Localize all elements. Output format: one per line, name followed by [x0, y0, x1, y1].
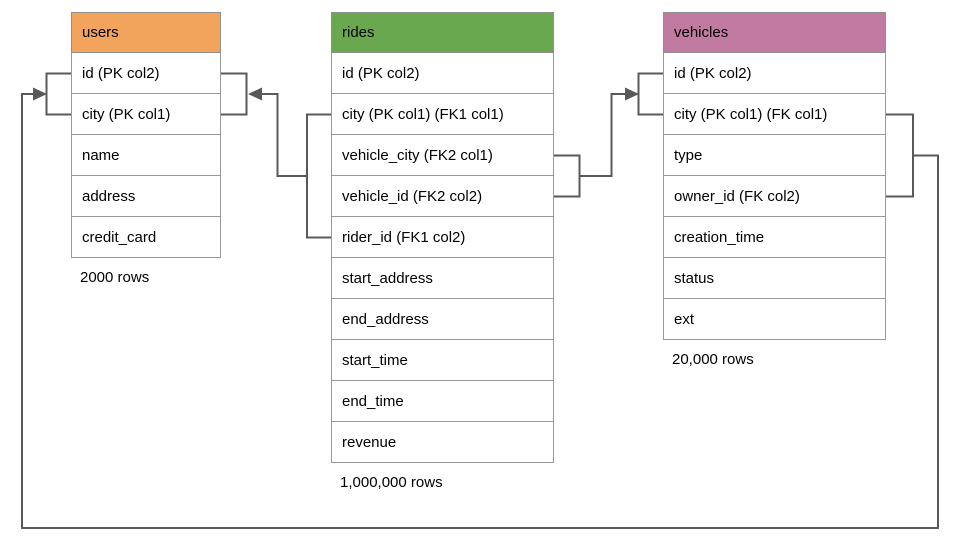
- column-city: city (PK col1): [71, 94, 221, 135]
- fk1-users-bracket: [221, 72, 248, 116]
- column-revenue: revenue: [331, 422, 554, 463]
- column-end_time: end_time: [331, 381, 554, 422]
- fk2-arrowhead-icon: [625, 87, 639, 101]
- column-name: name: [71, 135, 221, 176]
- column-vehicle_id: vehicle_id (FK2 col2): [331, 176, 554, 217]
- fk3-vehicles-bracket-and-line: [21, 93, 939, 529]
- column-id: id (PK col2): [663, 53, 886, 94]
- column-ext: ext: [663, 299, 886, 340]
- fk1-rides-bracket-and-line: [262, 93, 331, 239]
- fk1-connector-rides-users: [221, 72, 331, 239]
- column-start_address: start_address: [331, 258, 554, 299]
- column-id: id (PK col2): [331, 53, 554, 94]
- table-rides: rides id (PK col2)city (PK col1) (FK1 co…: [331, 12, 554, 491]
- table-users-rowcount: 2000 rows: [80, 269, 150, 286]
- table-vehicles-rowcount: 20,000 rows: [672, 351, 754, 368]
- column-type: type: [663, 135, 886, 176]
- column-city: city (PK col1) (FK1 col1): [331, 94, 554, 135]
- table-rides-header: rides: [331, 12, 554, 53]
- column-vehicle_city: vehicle_city (FK2 col1): [331, 135, 554, 176]
- table-vehicles-columns: id (PK col2)city (PK col1) (FK col1)type…: [663, 53, 886, 340]
- column-start_time: start_time: [331, 340, 554, 381]
- column-end_address: end_address: [331, 299, 554, 340]
- fk2-rides-bracket-and-line: [554, 93, 625, 198]
- table-users-header: users: [71, 12, 221, 53]
- column-owner_id: owner_id (FK col2): [663, 176, 886, 217]
- fk1-arrowhead-icon: [248, 87, 262, 101]
- fk3-connector-vehicles-users: [21, 72, 939, 529]
- column-address: address: [71, 176, 221, 217]
- column-credit_card: credit_card: [71, 217, 221, 258]
- fk2-vehicles-bracket: [637, 72, 663, 116]
- table-vehicles: vehicles id (PK col2)city (PK col1) (FK …: [663, 12, 886, 368]
- table-rides-rowcount: 1,000,000 rows: [340, 474, 443, 491]
- column-city: city (PK col1) (FK col1): [663, 94, 886, 135]
- fk2-connector-rides-vehicles: [554, 72, 663, 198]
- table-vehicles-header: vehicles: [663, 12, 886, 53]
- fk3-users-bracket: [45, 72, 71, 116]
- column-id: id (PK col2): [71, 53, 221, 94]
- column-creation_time: creation_time: [663, 217, 886, 258]
- column-rider_id: rider_id (FK1 col2): [331, 217, 554, 258]
- column-status: status: [663, 258, 886, 299]
- table-rides-columns: id (PK col2)city (PK col1) (FK1 col1)veh…: [331, 53, 554, 463]
- fk3-arrowhead-icon: [33, 87, 47, 101]
